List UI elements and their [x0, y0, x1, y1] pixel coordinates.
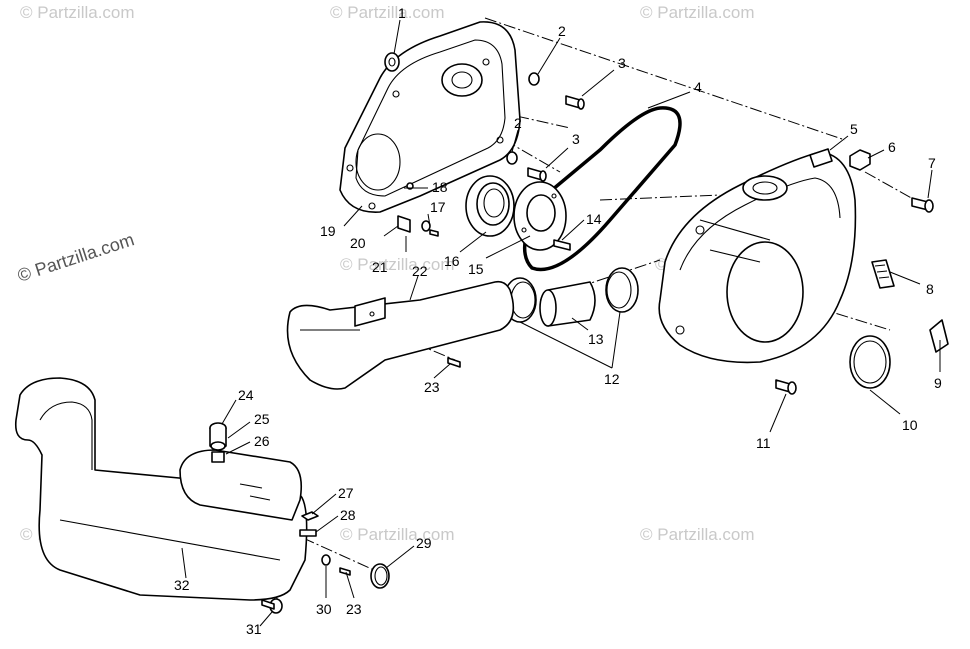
callout-8: 8 — [926, 281, 934, 297]
washer-part-1 — [384, 52, 400, 72]
callout-2: 2 — [558, 23, 566, 39]
seal-part-16 — [465, 175, 515, 237]
callout-3: 3 — [618, 55, 626, 71]
callout-15: 15 — [468, 261, 484, 277]
gasket-part-10 — [849, 335, 891, 389]
watermark: © Partzilla.com — [340, 255, 455, 274]
duct-part-13 — [539, 281, 596, 327]
callout-14: 14 — [586, 211, 602, 227]
callout-24: 24 — [238, 387, 254, 403]
watermark: © Partzilla.com — [330, 3, 445, 22]
callout-7: 7 — [928, 155, 936, 171]
callout-16: 16 — [444, 253, 460, 269]
callout-26: 26 — [254, 433, 270, 449]
ring-part-29 — [370, 563, 390, 589]
callout-2-lower: 2 — [514, 115, 522, 131]
intake-duct-part-22 — [286, 280, 515, 390]
bolt-part-14 — [553, 239, 571, 251]
callout-17: 17 — [430, 199, 446, 215]
cap-parts-24-26 — [209, 422, 227, 463]
inner-cover-plate — [339, 21, 521, 213]
watermark: © Partzilla.com — [340, 525, 455, 544]
callout-11: 11 — [756, 435, 771, 451]
screw-part-23 — [447, 357, 461, 368]
watermark-main: © Partzilla.com — [15, 229, 137, 286]
callout-5: 5 — [850, 121, 858, 137]
callout-21: 21 — [372, 259, 388, 275]
callout-10: 10 — [902, 417, 918, 433]
watermark: © Partzilla.com — [640, 525, 755, 544]
callout-labels: 1 2 3 4 2 3 5 6 7 8 9 10 11 12 13 14 15 … — [174, 5, 942, 637]
bearing-plate-part-15 — [513, 181, 567, 251]
bolt-part-31 — [261, 598, 283, 614]
callout-25: 25 — [254, 411, 270, 427]
air-box-part-32 — [14, 377, 308, 601]
bolt-part-3 — [527, 95, 585, 182]
watermark: © Partzilla.com — [20, 3, 135, 22]
callout-9: 9 — [934, 375, 942, 391]
callout-29: 29 — [416, 535, 432, 551]
callout-4: 4 — [694, 79, 702, 95]
nut-part-6 — [849, 149, 871, 171]
callout-13: 13 — [588, 331, 604, 347]
callout-30: 30 — [316, 601, 332, 617]
bolt-part-11 — [775, 379, 797, 395]
callout-23-lower: 23 — [346, 601, 362, 617]
callout-18: 18 — [432, 179, 448, 195]
callout-27: 27 — [338, 485, 354, 501]
callout-22: 22 — [412, 263, 428, 279]
callout-32: 32 — [174, 577, 190, 593]
decal-part-8 — [871, 259, 895, 289]
bolt-part-7 — [911, 197, 934, 213]
callout-19: 19 — [320, 223, 336, 239]
callout-1: 1 — [398, 5, 406, 21]
callout-31: 31 — [246, 621, 262, 637]
hose-clamps-part-12 — [503, 267, 639, 323]
leader-lines — [181, 19, 941, 627]
callout-3-lower: 3 — [572, 131, 580, 147]
small-parts-27-28-30 — [299, 511, 351, 576]
callout-6: 6 — [888, 139, 896, 155]
callout-12: 12 — [604, 371, 620, 387]
callout-20: 20 — [350, 235, 366, 251]
callout-28: 28 — [340, 507, 356, 523]
callout-23: 23 — [424, 379, 440, 395]
decal-part-9 — [929, 319, 949, 353]
outer-cover-part-5 — [658, 148, 857, 364]
watermark: © Partzilla.com — [640, 3, 755, 22]
